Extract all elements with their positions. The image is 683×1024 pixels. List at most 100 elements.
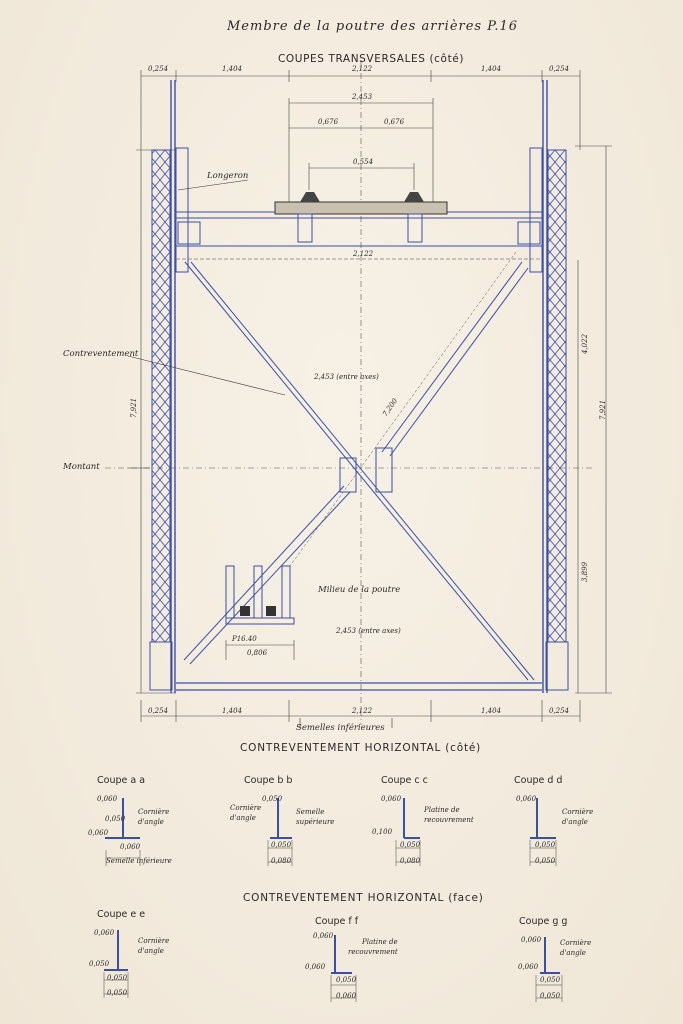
coupe-bb-dim-2: 0,050 [271, 841, 292, 849]
coupe-ff-dim-3: 0,050 [336, 976, 357, 984]
section-title: COUPES TRANSVERSALES (côté) [278, 53, 465, 65]
top-dim-1: 0,254 [148, 65, 169, 73]
bottom-dim-1: 0,254 [148, 707, 169, 715]
axis-lines [105, 60, 595, 725]
top-dim-2: 1,404 [222, 65, 243, 73]
coupe-aa-dim-2: 0,050 [105, 815, 126, 823]
p16-dim: 0,806 [247, 649, 268, 657]
coupe-cc-dim-2: 0,100 [372, 828, 393, 836]
leader-lines [127, 179, 393, 728]
coupe-dd-note-1: Cornière [562, 808, 594, 816]
coupe-ee-dim-1: 0,060 [94, 929, 115, 937]
coupe-gg-note-1: Cornière [560, 939, 592, 947]
coupe-ff-title: Coupe f f [315, 916, 359, 927]
coupe-aa-dim-3: 0,060 [88, 829, 109, 837]
coupe-aa-extra: Semelle inférieure [106, 857, 172, 865]
p16-detail [225, 565, 295, 625]
coupe-ee-title: Coupe e e [97, 909, 146, 920]
inner-dim-0676-left: 0,676 [318, 118, 339, 126]
coupe-gg-title: Coupe g g [519, 916, 568, 927]
label-milieu: Milieu de la poutre [318, 585, 401, 595]
coupe-bb-title: Coupe b b [244, 775, 293, 786]
coupe-ff-dim-2: 0,060 [305, 963, 326, 971]
top-dim-5: 0,254 [549, 65, 570, 73]
bottom-dim-4: 1,404 [481, 707, 502, 715]
coupe-gg-note-2: d'angle [560, 949, 586, 957]
mid-dim: 2,122 [353, 250, 374, 258]
coupe-gg-dim-2: 0,060 [518, 963, 539, 971]
coupe-cc-note-1: Platine de [424, 806, 460, 814]
coupe-bb-dim-1: 0,050 [262, 795, 283, 803]
bottom-dim-5: 0,254 [549, 707, 570, 715]
right-lattice-column [529, 80, 569, 693]
diag-label-1: 2,453 (entre axes) [314, 373, 379, 381]
coupe-ee-note-1: Cornière [138, 937, 170, 945]
left-height-dim: 7,921 [130, 397, 138, 418]
coupe-ee-dim-3: 0,050 [107, 974, 128, 982]
coupe-ff-note-1: Platine de [362, 938, 398, 946]
coupe-bb-dim-3: 0,080 [271, 857, 292, 865]
coupe-dd-dim-1: 0,060 [516, 795, 537, 803]
dashed-diagonal [289, 251, 517, 567]
drawing-title: Membre de la poutre des arrières P.16 [227, 19, 519, 34]
coupe-aa-note-1: Cornière [138, 808, 170, 816]
bottom-dim-2: 1,404 [222, 707, 243, 715]
top-deck [176, 201, 542, 247]
label-longeron: Longeron [207, 171, 249, 181]
coupe-cc-note-2: recouvrement [424, 816, 474, 824]
left-lattice-column [149, 80, 189, 693]
bottom-dimension-lines [140, 700, 581, 722]
inner-dim-2453: 2,453 [352, 93, 373, 101]
diag-label-3: 2,453 (entre axes) [336, 627, 401, 635]
coupe-aa-dim-4: 0,060 [120, 843, 141, 851]
coupe-bb-note-2: d'angle [230, 814, 256, 822]
rail-heads [300, 192, 424, 202]
coupe-gg-dim-1: 0,060 [521, 936, 542, 944]
coupe-dd-title: Coupe d d [514, 775, 563, 786]
p16-bolts [240, 606, 276, 616]
side-section-title: CONTREVENTEMENT HORIZONTAL (côté) [240, 742, 482, 754]
coupe-aa-dim-1: 0,060 [97, 795, 118, 803]
coupe-ff-dim-4: 0,060 [336, 992, 357, 1000]
inner-dim-0676-right: 0,676 [384, 118, 405, 126]
right-lower-dim: 3,899 [581, 561, 589, 582]
p16-label: P16.40 [232, 635, 257, 643]
top-dim-4: 1,404 [481, 65, 502, 73]
coupe-cc-dim-1: 0,060 [381, 795, 402, 803]
coupe-ff-dim-1: 0,060 [313, 932, 334, 940]
bottom-chord [176, 682, 542, 691]
coupe-cc-dim-4: 0,080 [400, 857, 421, 865]
label-montant: Montant [63, 462, 100, 472]
coupe-ee-note-2: d'angle [138, 947, 164, 955]
coupe-gg-dim-3: 0,050 [540, 976, 561, 984]
coupe-ee-dim-4: 0,050 [107, 989, 128, 997]
coupe-ff-note-2: recouvrement [348, 948, 398, 956]
coupe-dim-lines [103, 840, 563, 1002]
coupe-gg-dim-4: 0,050 [540, 992, 561, 1000]
coupe-aa-title: Coupe a a [97, 775, 146, 786]
right-upper-dim: 4,022 [581, 333, 589, 354]
bracing-diagonals [183, 261, 535, 681]
bottom-dim-3: 2,122 [352, 707, 373, 715]
coupe-bb-extra-2: supérieure [296, 818, 335, 826]
label-contreventement: Contreventement [63, 349, 139, 359]
height-dimension-lines [136, 145, 612, 694]
top-dim-3: 2,122 [352, 65, 373, 73]
coupe-aa-note-2: d'angle [138, 818, 164, 826]
coupe-cc-title: Coupe c c [381, 775, 428, 786]
p16-dim-lines [225, 640, 295, 660]
right-height-dim: 7,921 [599, 399, 607, 420]
label-semelles: Semelles inférieures [296, 723, 385, 733]
coupe-sketches [104, 798, 560, 974]
coupe-bb-note-1: Cornière [230, 804, 262, 812]
coupe-cc-dim-3: 0,050 [400, 841, 421, 849]
inner-dim-0554: 0,554 [353, 158, 374, 166]
coupe-ee-dim-2: 0,050 [89, 960, 110, 968]
face-section-title: CONTREVENTEMENT HORIZONTAL (face) [243, 892, 484, 904]
coupe-dd-dim-2: 0,050 [535, 841, 556, 849]
coupe-bb-extra-1: Semelle [296, 808, 325, 816]
coupe-dd-note-2: d'angle [562, 818, 588, 826]
coupe-dd-dim-3: 0,050 [535, 857, 556, 865]
